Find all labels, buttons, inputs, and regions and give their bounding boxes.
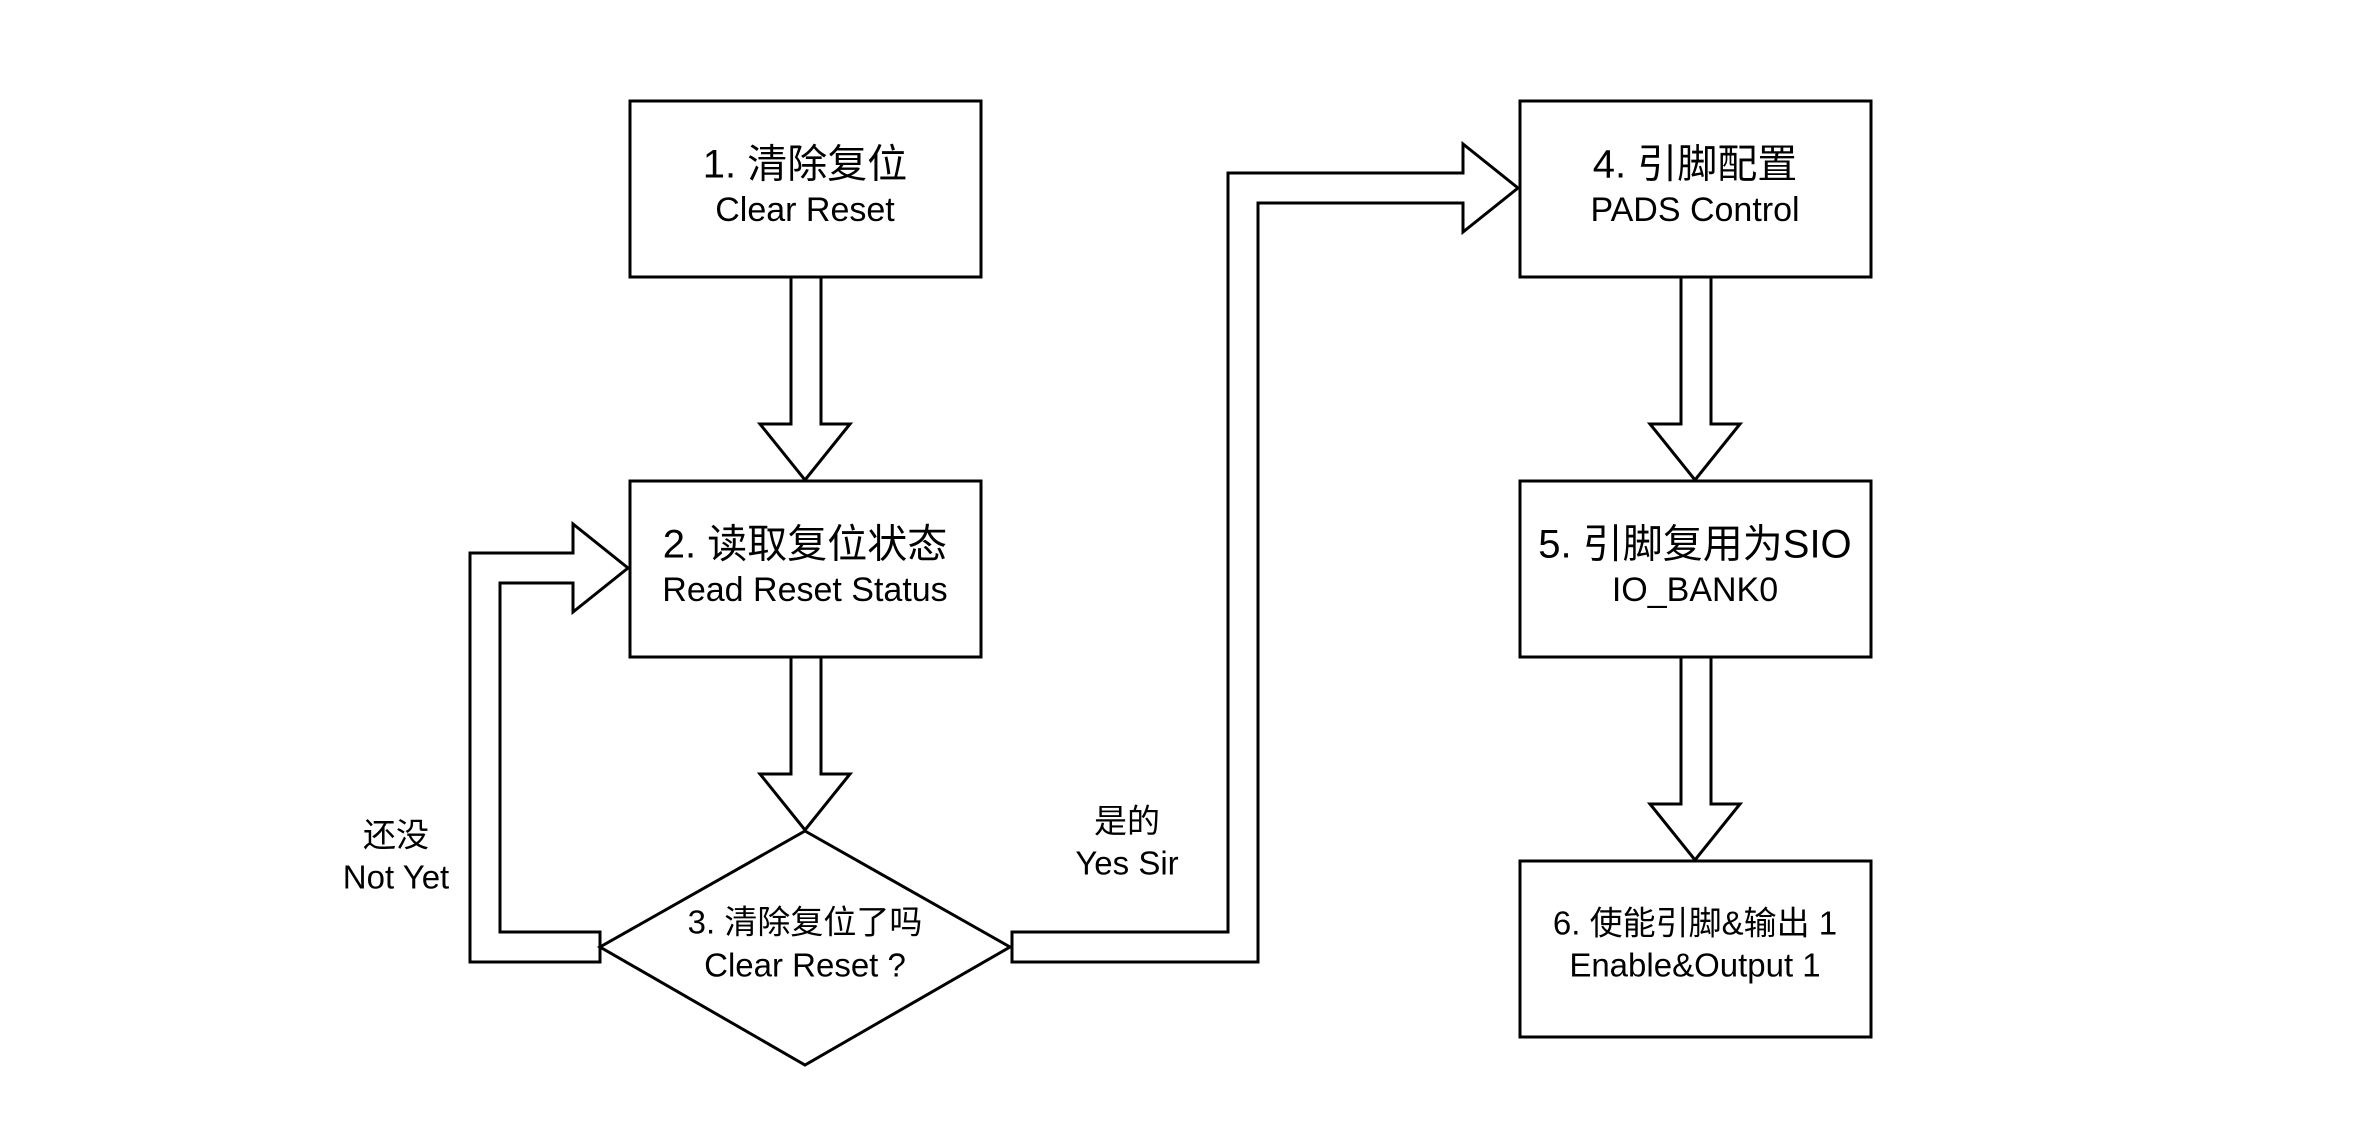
arrow-step1-to-step2 [756, 275, 854, 483]
step2-subtitle: Read Reset Status [662, 571, 947, 609]
step1-subtitle: Clear Reset [715, 191, 895, 229]
arrow-loop-not-yet [468, 520, 631, 964]
step6-title: 6. 使能引脚&输出 1 [1553, 905, 1837, 942]
step5-subtitle: IO_BANK0 [1612, 571, 1778, 609]
arrow-step4-to-step5 [1646, 275, 1744, 483]
step2-box [628, 479, 983, 659]
step2-title: 2. 读取复位状态 [663, 523, 947, 567]
step3-title: 3. 清除复位了吗 [688, 904, 923, 941]
yes-sir-label-cn: 是的 [1094, 803, 1160, 840]
step3-decision-diamond [596, 829, 1014, 1067]
step5-box [1518, 479, 1873, 659]
step5-title: 5. 引脚复用为SIO [1538, 523, 1851, 567]
step4-box [1518, 99, 1873, 279]
step1-box [628, 99, 983, 279]
arrow-step5-to-step6 [1646, 655, 1744, 863]
arrow-yes-sir [1010, 140, 1521, 964]
step1-title: 1. 清除复位 [703, 143, 907, 187]
step4-title: 4. 引脚配置 [1593, 143, 1797, 187]
arrow-step2-to-step3 [756, 655, 854, 833]
step3-subtitle: Clear Reset ? [704, 947, 906, 984]
yes-sir-label-en: Yes Sir [1075, 845, 1178, 882]
step6-subtitle: Enable&Output 1 [1569, 947, 1820, 984]
step4-subtitle: PADS Control [1590, 191, 1799, 229]
not-yet-label-en: Not Yet [343, 859, 449, 896]
step6-box [1518, 859, 1873, 1039]
not-yet-label-cn: 还没 [363, 817, 429, 854]
